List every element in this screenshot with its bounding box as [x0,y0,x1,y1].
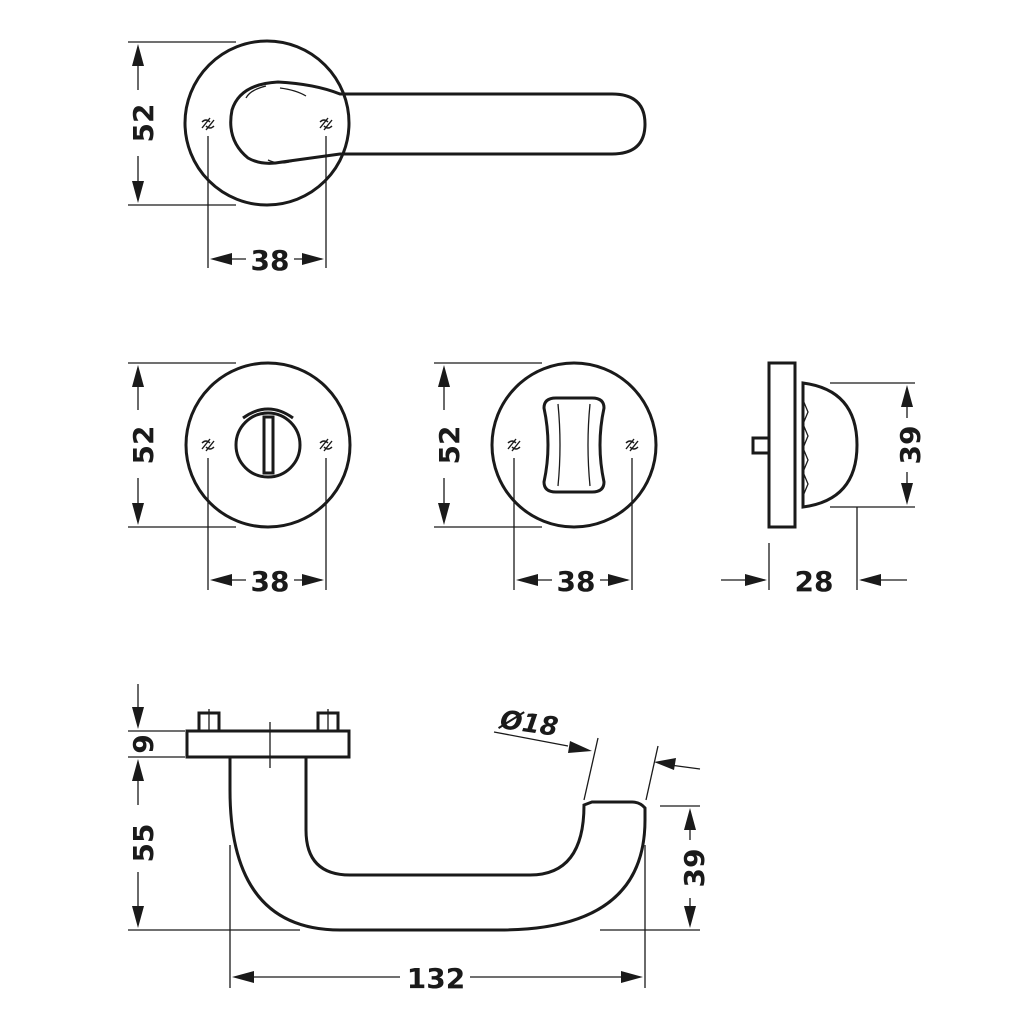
screw-icon [319,438,333,452]
dimension-rosette-thickness: 9 [127,734,160,753]
indicator-window [242,407,294,420]
indicator-disc [234,411,302,479]
screw-icon [625,438,639,452]
lever-body [228,757,647,932]
thumb-turn-rosette-view: 52 38 [433,361,658,598]
dimension-turn-projection: 28 [795,565,834,598]
lever-rosette [183,39,351,207]
dimension-lever-height: 55 [127,824,160,863]
screw-icon [201,438,215,452]
lever-arm [229,80,647,165]
dimension-rosette-diameter: 52 [433,426,466,465]
screw-icon [319,117,333,131]
spindle [751,436,771,455]
dimension-knob-diameter: 39 [894,426,927,465]
dimension-grip-end-height: 39 [678,849,711,888]
rosette-plate [185,729,351,759]
dimension-hole-spacing: 38 [251,565,290,598]
rosette-side [767,361,797,529]
dimension-hole-spacing: 38 [251,244,290,277]
dimension-grip-diameter: Ø18 [496,705,560,743]
knob-dome [801,381,859,509]
lever-front-view: 52 38 [127,39,647,277]
lever-side-view: 9 55 132 Ø18 39 [127,684,711,995]
screw-icon [507,438,521,452]
screw-icon [201,117,215,131]
thumb-turn [542,396,606,494]
thumb-turn-side-view: 39 28 [721,361,927,598]
slot [262,415,275,475]
turn-rosette [490,361,658,529]
dimension-lever-length: 132 [407,962,465,995]
dimension-hole-spacing: 38 [557,565,596,598]
wc-rosette [184,361,352,529]
dimension-rosette-diameter: 52 [127,104,160,143]
wc-indicator-rosette-view: 52 38 [127,361,352,598]
dimension-rosette-diameter: 52 [127,426,160,465]
